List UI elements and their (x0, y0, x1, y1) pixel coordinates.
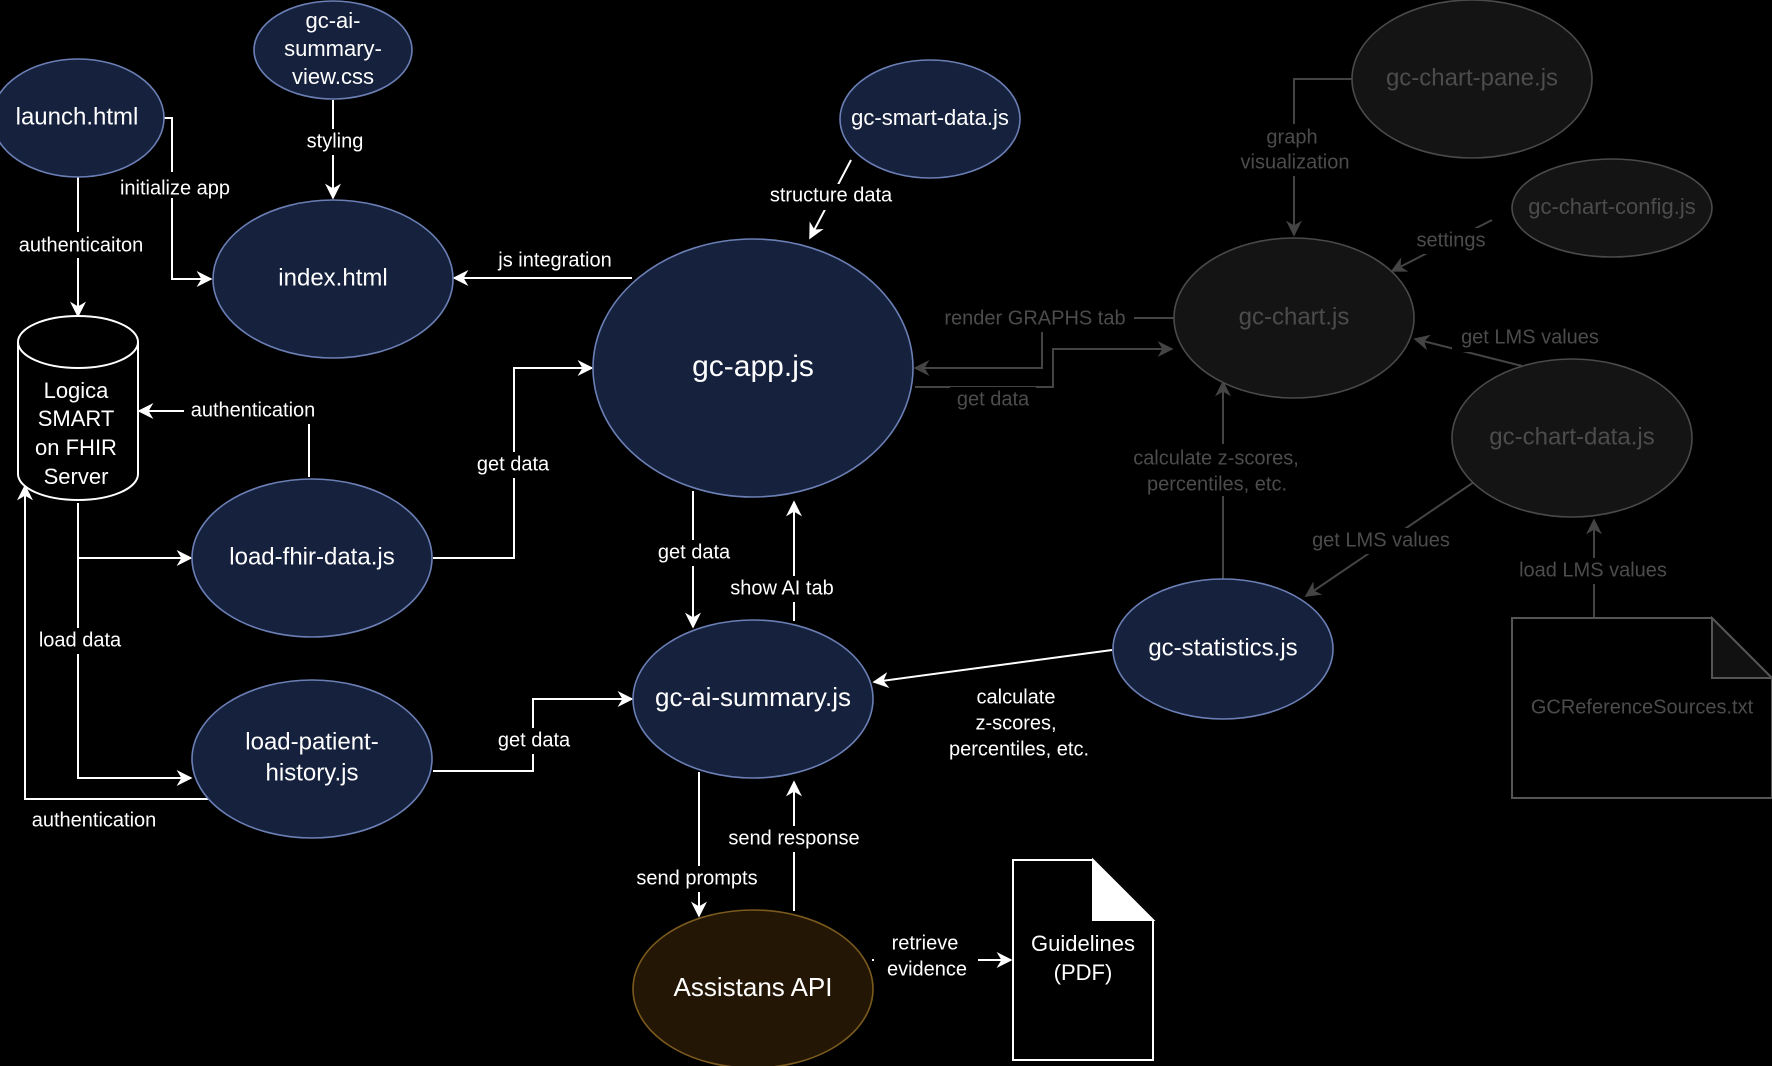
node-smart-data[interactable]: gc-smart-data.js (839, 59, 1021, 179)
node-launch[interactable]: launch.html (0, 58, 165, 178)
edge-launch-to-index (164, 117, 213, 287)
edge-label-calc-dim-2: percentiles, etc. (1147, 473, 1287, 495)
edge-label-graph-vis-1: graph (1266, 126, 1317, 148)
edge-label-calc-dim-1: calculate z-scores, (1133, 447, 1299, 469)
node-chart-data[interactable]: gc-chart-data.js (1451, 358, 1693, 518)
node-label-guidelines-2: (PDF) (1054, 960, 1113, 985)
node-label-smart-data: gc-smart-data.js (851, 105, 1009, 130)
edge-label-load-data: load data (39, 629, 122, 651)
node-label-db-1: Logica (44, 378, 110, 403)
node-chart-config[interactable]: gc-chart-config.js (1511, 158, 1713, 258)
node-statistics[interactable]: gc-statistics.js (1112, 578, 1334, 720)
node-label-patient-2: history.js (266, 759, 359, 786)
edge-chart-pane-to-chart (1286, 78, 1352, 237)
edge-label-calc-2: z-scores, (975, 712, 1056, 734)
node-label-app: gc-app.js (692, 350, 814, 383)
node-label-css-2: summary- (284, 36, 382, 61)
edge-label-get-data-chart: get data (957, 388, 1030, 410)
edge-label-get-lms-stats: get LMS values (1312, 529, 1450, 551)
edge-db-to-patient (77, 558, 193, 786)
edge-label-get-data-fhir: get data (477, 453, 550, 475)
edge-label-initialize-app: initialize app (120, 177, 230, 199)
edge-label-structure-data: structure data (770, 184, 893, 206)
node-label-load-fhir: load-fhir-data.js (229, 543, 394, 570)
dim-nodes: gc-chart-pane.js gc-chart-config.js gc-c… (1173, 0, 1772, 799)
edge-label-js-integration: js integration (497, 249, 611, 271)
node-load-patient[interactable]: load-patient- history.js (191, 679, 433, 839)
nodes: launch.html gc-ai- summary- view.css ind… (0, 0, 1334, 1066)
node-label-db-3: on FHIR (35, 435, 117, 460)
edge-label-authenticaiton: authenticaiton (19, 234, 144, 256)
edge-label-calc-3: percentiles, etc. (949, 738, 1089, 760)
node-label-db-2: SMART (38, 406, 115, 431)
node-ai-summary[interactable]: gc-ai-summary.js (632, 619, 874, 779)
node-label-ai-summary: gc-ai-summary.js (655, 682, 851, 712)
edge-label-get-data-patient: get data (498, 729, 571, 751)
edge-patient-to-db (17, 484, 208, 800)
edge-label-show-ai-tab: show AI tab (730, 577, 833, 599)
node-label-chart-pane: gc-chart-pane.js (1386, 64, 1558, 91)
edge-label-styling: styling (307, 130, 364, 152)
edge-label-get-data-app: get data (658, 541, 731, 563)
node-ref-sources[interactable]: GCReferenceSources.txt (1511, 615, 1772, 799)
node-label-css-3: view.css (292, 64, 374, 89)
edge-label-get-lms-chart: get LMS values (1461, 326, 1599, 348)
node-load-fhir[interactable]: load-fhir-data.js (191, 478, 433, 638)
node-label-chart-data: gc-chart-data.js (1489, 423, 1654, 450)
node-label-db-4: Server (44, 464, 109, 489)
edge-label-authentication-fhir: authentication (191, 399, 316, 421)
edges (17, 100, 1113, 968)
node-label-css-1: gc-ai- (305, 8, 360, 33)
edge-label-authentication-patient: authentication (32, 809, 157, 831)
node-index[interactable]: index.html (212, 199, 454, 359)
node-label-launch: launch.html (16, 103, 139, 130)
node-db[interactable]: Logica SMART on FHIR Server (17, 315, 139, 501)
edge-label-send-response: send response (728, 827, 859, 849)
node-guidelines[interactable]: Guidelines (PDF) (1012, 857, 1156, 1061)
edge-label-render-graphs: render GRAPHS tab (944, 307, 1125, 329)
node-label-chart: gc-chart.js (1239, 303, 1350, 330)
node-css[interactable]: gc-ai- summary- view.css (253, 0, 413, 100)
edge-label-calc-1: calculate (977, 686, 1056, 708)
node-chart-pane[interactable]: gc-chart-pane.js (1351, 0, 1593, 159)
dim-edge-labels: render GRAPHS tab get data graph visuali… (936, 124, 1678, 584)
edge-labels: initialize app authenticaiton styling st… (8, 129, 1089, 982)
node-label-patient-1: load-patient- (245, 728, 378, 755)
node-label-guidelines-1: Guidelines (1031, 931, 1135, 956)
node-label-index: index.html (278, 264, 387, 291)
edge-db-to-fhir (77, 503, 193, 566)
edge-label-settings: settings (1417, 229, 1486, 251)
node-app[interactable]: gc-app.js (592, 238, 914, 498)
node-api[interactable]: Assistans API (632, 909, 874, 1066)
edge-label-retrieve-1: retrieve (892, 932, 959, 954)
node-label-chart-config: gc-chart-config.js (1528, 194, 1696, 219)
edge-label-graph-vis-2: visualization (1241, 151, 1350, 173)
edge-label-retrieve-2: evidence (887, 958, 967, 980)
node-label-ref-sources: GCReferenceSources.txt (1531, 696, 1754, 718)
edge-statistics-to-ai (872, 649, 1113, 689)
node-label-statistics: gc-statistics.js (1148, 634, 1297, 661)
edge-label-load-lms: load LMS values (1519, 559, 1667, 581)
edge-label-send-prompts: send prompts (636, 867, 757, 889)
node-chart[interactable]: gc-chart.js (1173, 237, 1415, 399)
edge-chart-data-to-chart (1413, 334, 1523, 367)
node-label-api: Assistans API (674, 972, 833, 1002)
